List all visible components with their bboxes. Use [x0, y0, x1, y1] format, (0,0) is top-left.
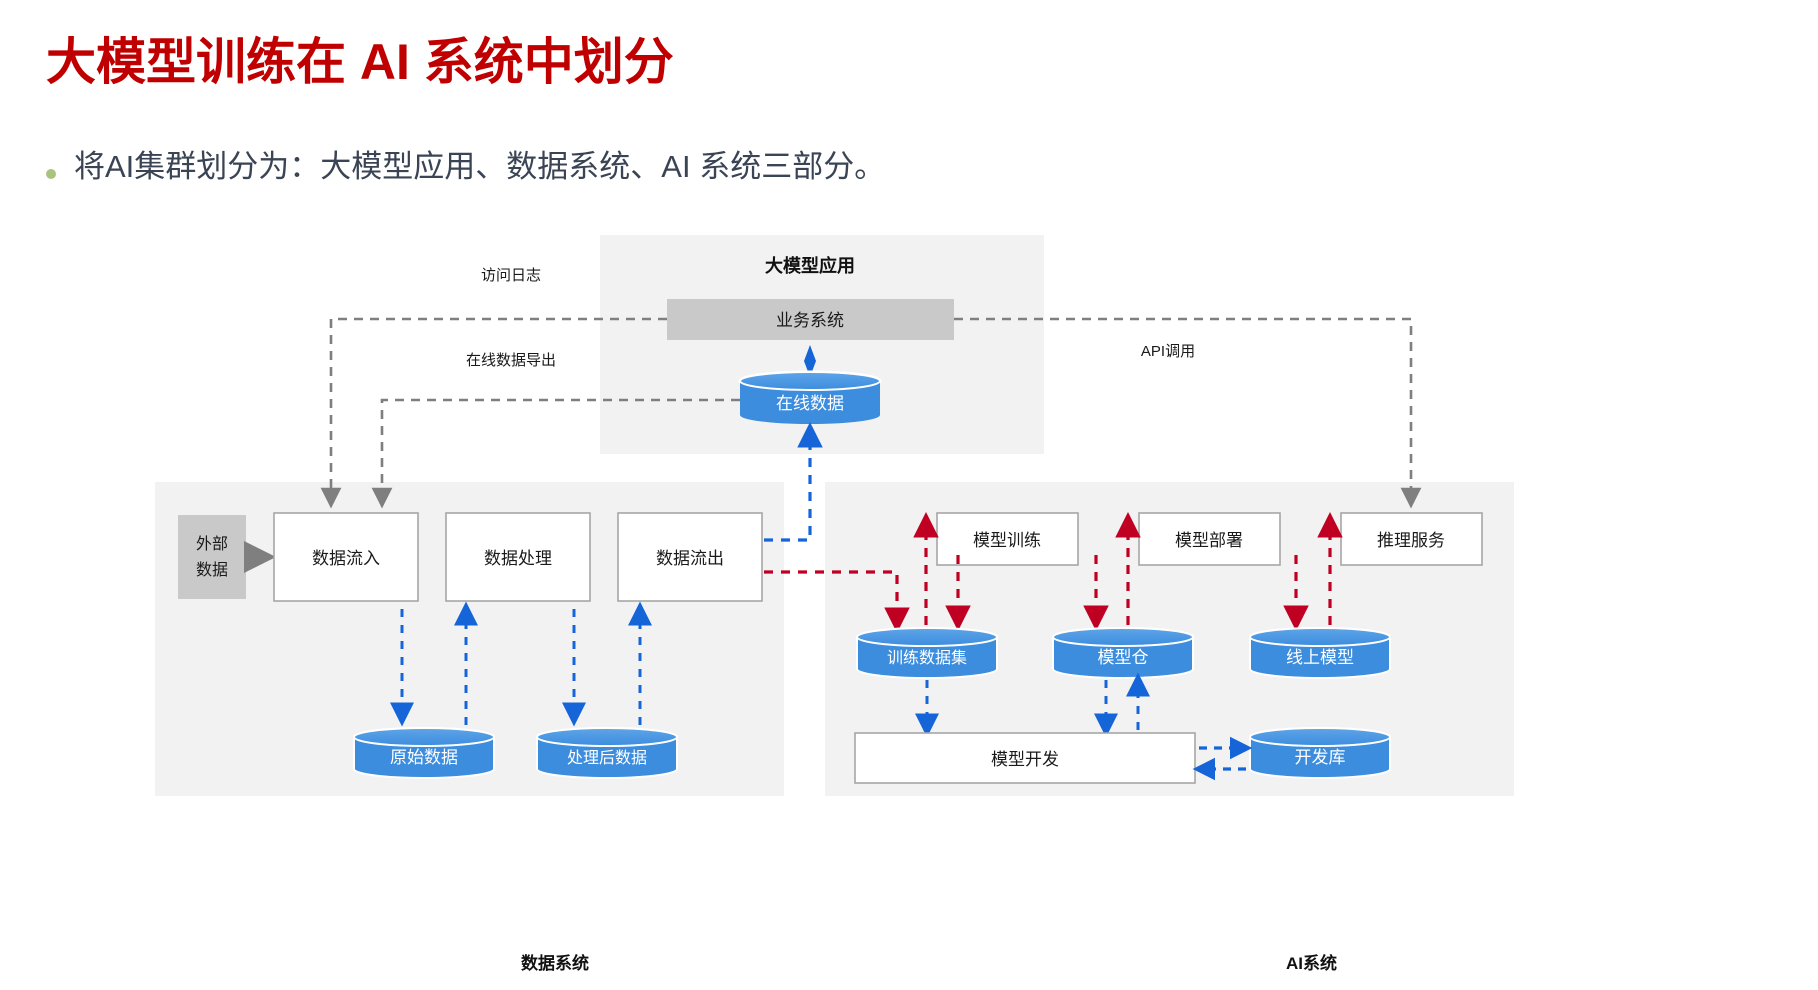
node-raw-data-label: 原始数据	[390, 748, 458, 767]
node-dev-library-cylinder: 开发库	[1249, 727, 1391, 779]
node-model-training-label: 模型训练	[973, 531, 1041, 550]
architecture-diagram: 大模型应用 业务系统 在线数据 访问日志 在线数据导出 API调用	[0, 225, 1818, 990]
arrow-business-onlinedata	[804, 345, 816, 377]
node-processed-data-cylinder: 处理后数据	[536, 727, 678, 779]
panel-data-caption: 数据系统	[521, 954, 589, 973]
node-model-training-box	[936, 512, 1079, 566]
node-business-system-box	[667, 299, 954, 340]
node-data-inflow-label: 数据流入	[312, 549, 380, 568]
node-model-deploy-box	[1138, 512, 1281, 566]
node-model-dev-box	[854, 732, 1196, 784]
node-external-data-label-2: 数据	[196, 561, 228, 579]
node-dev-library-label: 开发库	[1295, 748, 1346, 767]
node-model-repo-cylinder: 模型仓	[1052, 627, 1194, 679]
node-model-deploy-label: 模型部署	[1175, 531, 1243, 550]
panel-ai-caption: AI系统	[1286, 954, 1337, 973]
edge-online-data-export: 在线数据导出	[371, 352, 740, 509]
node-processed-data-label: 处理后数据	[567, 749, 647, 767]
node-online-data-cylinder: 在线数据	[738, 370, 882, 424]
node-online-data-label: 在线数据	[776, 394, 844, 413]
edge-outflow-to-onlinedata	[764, 422, 823, 542]
node-data-process-box	[445, 512, 591, 602]
edge-api-call-label: API调用	[1141, 343, 1195, 360]
bullet-item: 将AI集群划分为：大模型应用、数据系统、AI 系统三部分。	[46, 148, 885, 187]
node-external-data-label-1: 外部	[196, 535, 228, 553]
bullet-text: 将AI集群划分为：大模型应用、数据系统、AI 系统三部分。	[74, 149, 886, 184]
node-online-model-label: 线上模型	[1286, 648, 1354, 667]
node-data-outflow-label: 数据流出	[656, 549, 724, 568]
node-online-model-cylinder: 线上模型	[1249, 627, 1391, 679]
node-business-system-label: 业务系统	[776, 311, 844, 330]
node-data-outflow-box	[617, 512, 763, 602]
edge-api-call: API调用	[954, 317, 1422, 509]
node-training-dataset-cylinder: 训练数据集	[856, 627, 998, 679]
node-model-dev-label: 模型开发	[991, 750, 1059, 769]
node-inference-service-box	[1340, 512, 1483, 566]
edge-access-log: 访问日志	[320, 267, 667, 509]
page-title: 大模型训练在 AI 系统中划分	[46, 34, 674, 90]
node-model-repo-label: 模型仓	[1098, 648, 1149, 667]
edge-online-data-export-label: 在线数据导出	[466, 352, 556, 369]
node-external-data-box	[178, 515, 246, 599]
node-data-inflow-box	[273, 512, 419, 602]
bullet-dot-icon	[46, 169, 56, 179]
node-inference-service-label: 推理服务	[1377, 531, 1445, 550]
node-raw-data-cylinder: 原始数据	[353, 727, 495, 779]
node-training-dataset-label: 训练数据集	[887, 649, 967, 667]
node-data-process-label: 数据处理	[484, 549, 552, 568]
panel-app-title: 大模型应用	[765, 255, 855, 276]
edge-access-log-label: 访问日志	[481, 267, 541, 284]
